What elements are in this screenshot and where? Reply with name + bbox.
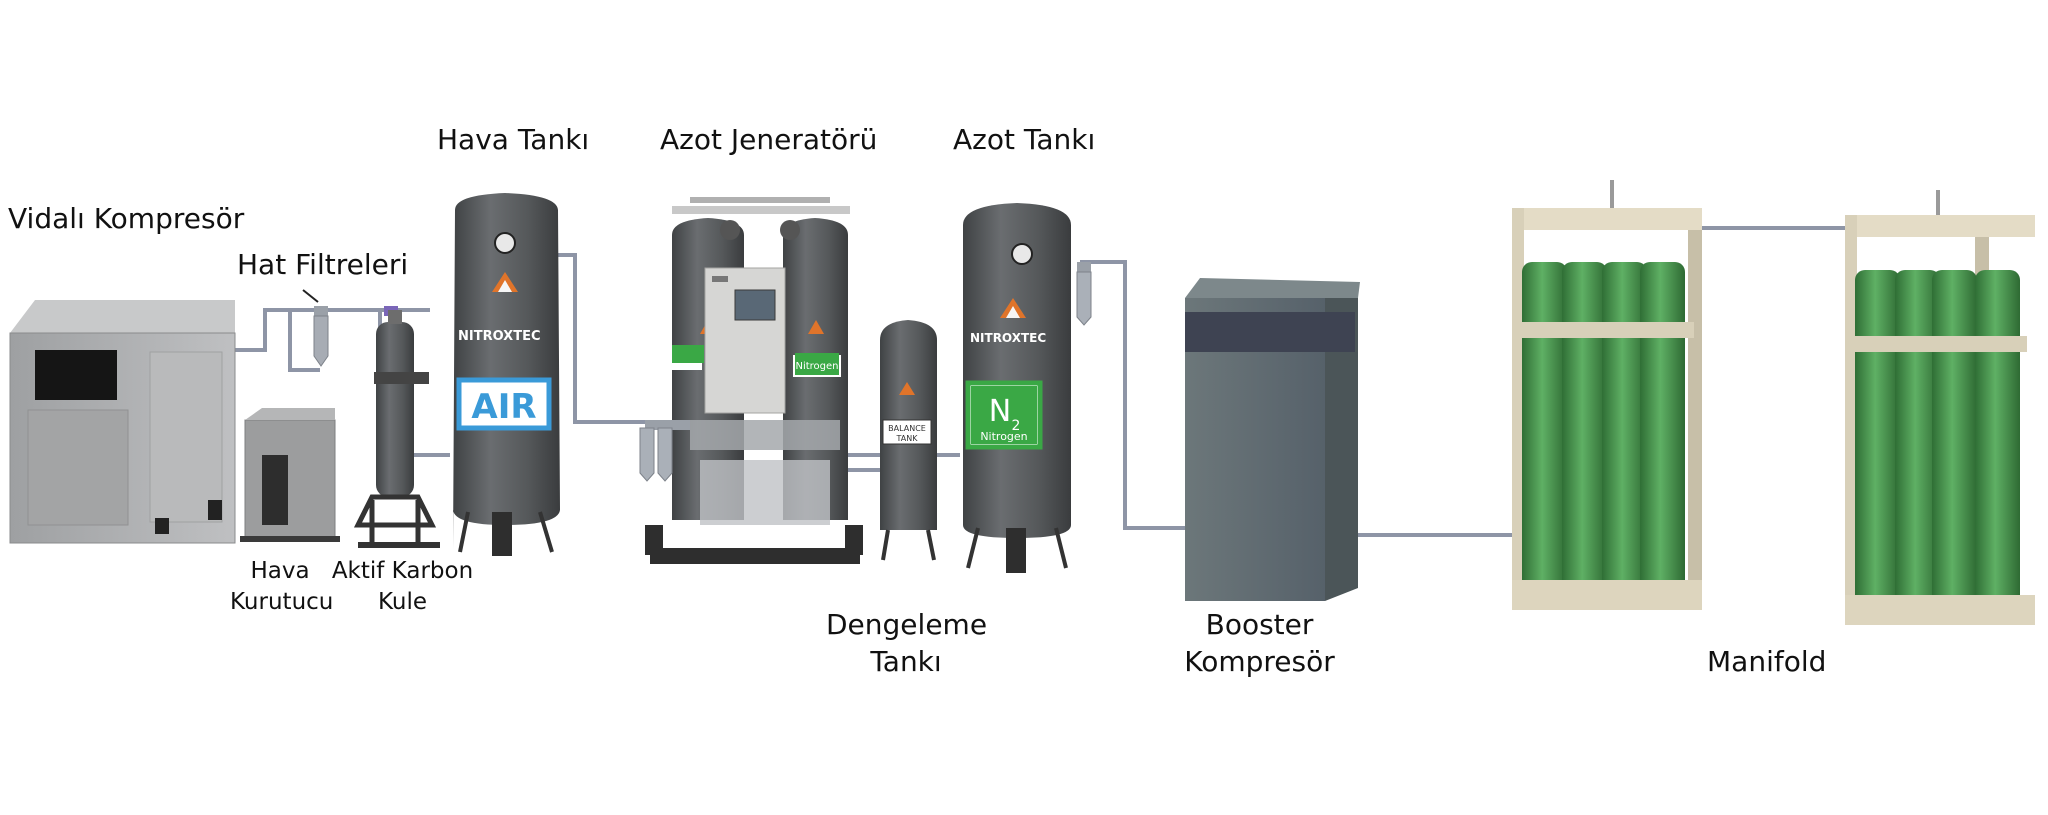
nitrogen-badge-text: Nitrogen bbox=[980, 430, 1027, 443]
nitrogen-generator: Nitrogen bbox=[639, 197, 863, 564]
label-booster-kompresor-line1: Booster bbox=[1205, 608, 1314, 641]
label-dengeleme-tanki: Dengeleme Tankı bbox=[826, 606, 988, 680]
air-tank-brand-text: NITROXTEC bbox=[458, 329, 541, 344]
cylinder-rack-right bbox=[1845, 190, 2035, 625]
nitrogen-tank-brand-text: NITROXTEC bbox=[970, 331, 1046, 345]
cylinder-rack-left bbox=[1512, 180, 1702, 610]
booster-compressor bbox=[1185, 278, 1360, 601]
label-hava-tanki: Hava Tankı bbox=[437, 123, 590, 156]
air-dryer bbox=[240, 408, 340, 542]
balance-tank: BALANCE TANK bbox=[880, 320, 937, 561]
label-booster-kompresor: Booster Kompresör bbox=[1172, 606, 1347, 680]
label-dengeleme-tanki-line1: Dengeleme bbox=[826, 608, 988, 641]
label-aktif-karbon-kule: Aktif Karbon Kule bbox=[330, 556, 475, 618]
balance-tank-badge-line1: BALANCE bbox=[888, 424, 926, 433]
label-booster-kompresor-line2: Kompresör bbox=[1184, 645, 1335, 678]
nitrogen-tank: NITROXTEC N 2 Nitrogen bbox=[963, 203, 1092, 573]
generator-nitrogen-mini-badge: Nitrogen bbox=[795, 361, 838, 372]
label-hat-filtreleri: Hat Filtreleri bbox=[237, 248, 409, 281]
label-hava-kurutucu-line2: Kurutucu bbox=[230, 589, 334, 615]
label-vidali-kompresor: Vidalı Kompresör bbox=[8, 202, 245, 235]
manifold bbox=[1512, 180, 2035, 625]
label-aktif-karbon-kule-line1: Aktif Karbon bbox=[331, 558, 474, 584]
brand-logo: NITROXTEC bbox=[458, 272, 541, 344]
label-manifold: Manifold bbox=[1707, 645, 1827, 678]
label-dengeleme-tanki-line2: Tankı bbox=[870, 645, 942, 678]
screw-compressor bbox=[9, 300, 236, 544]
line-filters bbox=[302, 289, 398, 367]
activated-carbon-tower bbox=[353, 310, 440, 548]
label-hava-kurutucu-line1: Hava bbox=[250, 558, 310, 584]
label-azot-jeneratoru: Azot Jeneratörü bbox=[660, 123, 878, 156]
label-aktif-karbon-kule-line2: Kule bbox=[377, 589, 428, 615]
label-hava-kurutucu: Hava Kurutucu bbox=[230, 556, 334, 618]
n2-badge-subscript: 2 bbox=[1012, 418, 1021, 434]
balance-tank-badge-line2: TANK bbox=[896, 434, 919, 443]
label-azot-tanki: Azot Tankı bbox=[953, 123, 1096, 156]
n2-badge-letter: N bbox=[989, 394, 1011, 429]
air-tank: NITROXTEC AIR bbox=[453, 193, 560, 556]
air-badge: AIR bbox=[471, 387, 536, 427]
